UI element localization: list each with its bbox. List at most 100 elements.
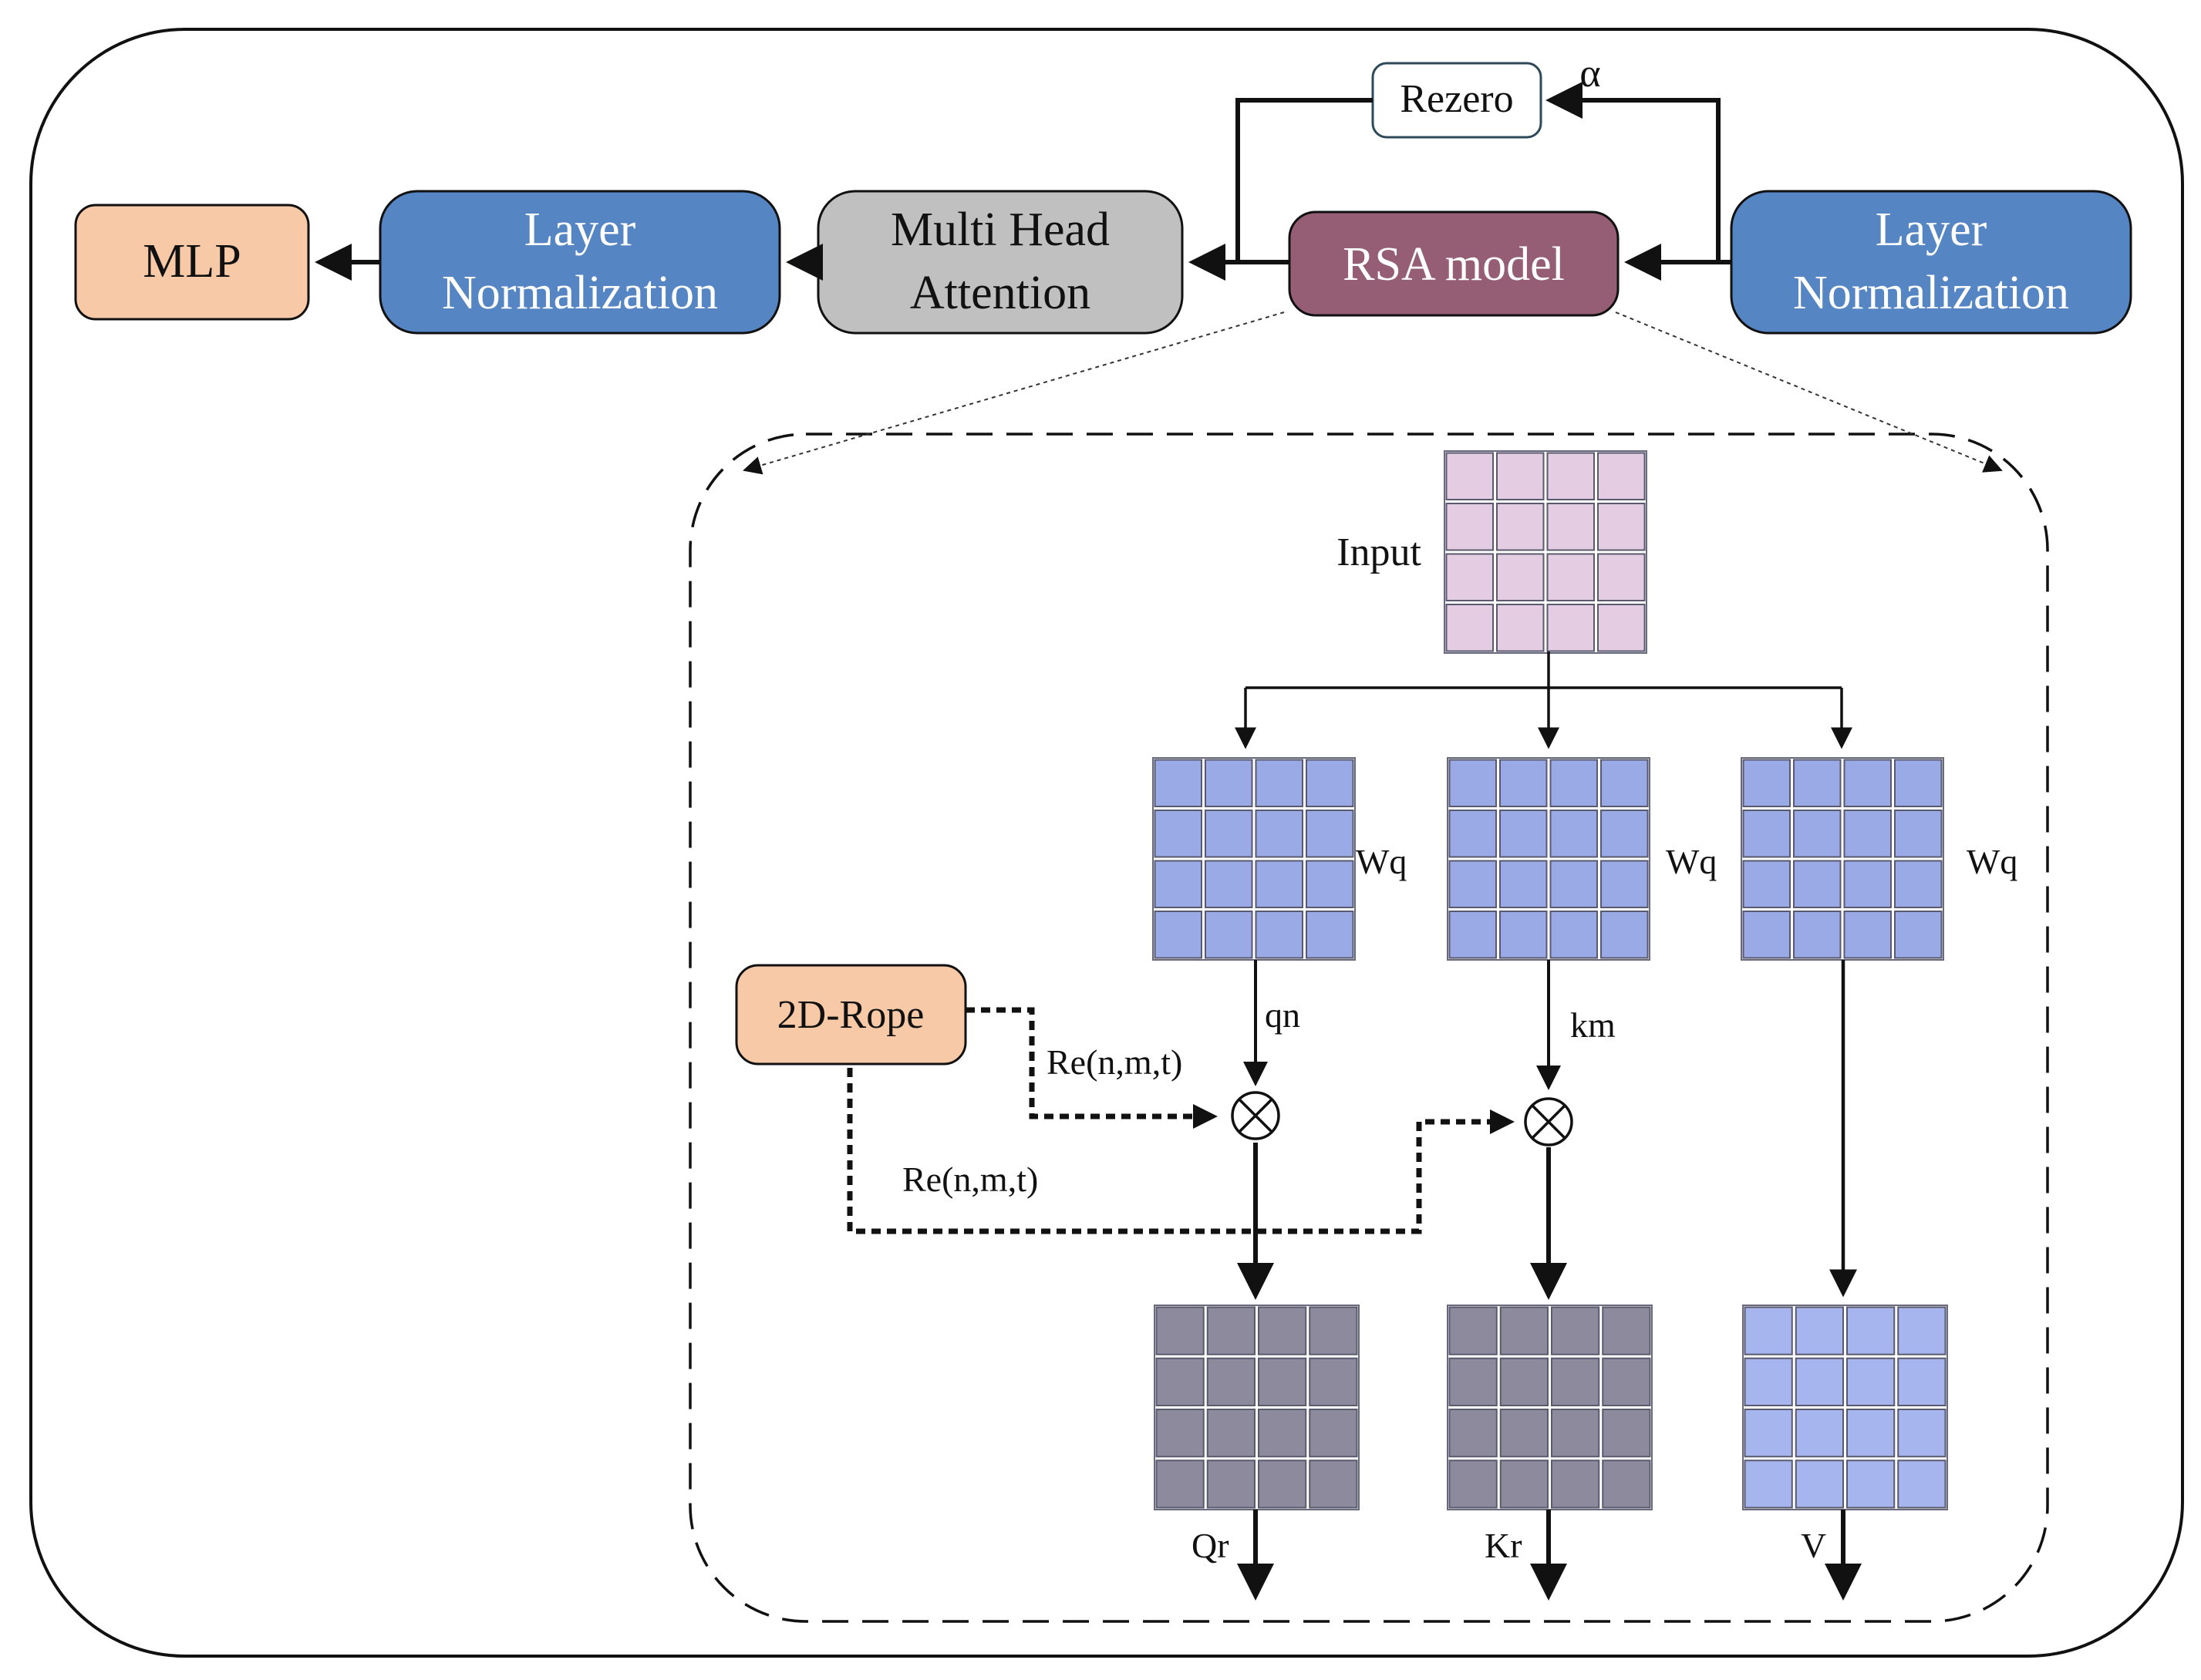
re-label-2: Re(n,m,t): [902, 1160, 1038, 1199]
matrix-cell: [1795, 1357, 1844, 1406]
matrix-cell: [1843, 911, 1892, 959]
matrix-cell: [1496, 604, 1545, 652]
matrix-cell: [1448, 759, 1497, 807]
matrix-cell: [1499, 860, 1548, 908]
matrix-cell: [1795, 1459, 1844, 1509]
v-matrix: [1742, 1305, 1948, 1510]
matrix-cell: [1448, 860, 1497, 908]
matrix-cell: [1846, 1409, 1896, 1458]
matrix-cell: [1155, 1459, 1205, 1509]
layer-norm-left-line2: Normalization: [442, 267, 718, 319]
qr-matrix: [1154, 1305, 1360, 1510]
matrix-cell: [1742, 860, 1791, 908]
matrix-cell: [1597, 553, 1646, 601]
matrix-cell: [1448, 1459, 1498, 1509]
matrix-cell: [1445, 452, 1494, 500]
matrix-cell: [1155, 1409, 1205, 1458]
input-matrix: [1444, 450, 1647, 654]
layer-normalization-left-block: Layer Normalization: [379, 190, 781, 335]
multi-head-attention-block: Multi Head Attention: [817, 190, 1184, 335]
matrix-cell: [1206, 1357, 1256, 1406]
matrix-cell: [1445, 604, 1494, 652]
matrix-cell: [1546, 452, 1595, 500]
mha-line2: Attention: [910, 267, 1090, 319]
outer-frame: [29, 28, 2184, 1658]
matrix-cell: [1795, 1306, 1844, 1355]
wq-matrix-value: [1741, 757, 1944, 961]
matrix-cell: [1496, 503, 1545, 551]
qn-label: qn: [1265, 995, 1300, 1035]
wq3-label: Wq: [1967, 842, 2017, 881]
kr-matrix: [1447, 1305, 1653, 1510]
matrix-cell: [1306, 911, 1354, 959]
matrix-cell: [1154, 810, 1202, 858]
matrix-cell: [1793, 860, 1842, 908]
matrix-cell: [1897, 1409, 1947, 1458]
matrix-cell: [1206, 1306, 1256, 1355]
matrix-cell: [1258, 1459, 1307, 1509]
wq-matrix-query: [1152, 757, 1356, 961]
matrix-cell: [1846, 1357, 1896, 1406]
kr-label: Kr: [1485, 1526, 1522, 1565]
matrix-cell: [1897, 1357, 1947, 1406]
matrix-cell: [1793, 759, 1842, 807]
matrix-cell: [1846, 1459, 1896, 1509]
matrix-cell: [1499, 1306, 1549, 1355]
matrix-cell: [1597, 604, 1646, 652]
rezero-block: Rezero: [1371, 62, 1542, 139]
matrix-cell: [1551, 1306, 1600, 1355]
km-label: km: [1570, 1005, 1616, 1045]
matrix-cell: [1551, 1357, 1600, 1406]
matrix-cell: [1255, 759, 1303, 807]
matrix-cell: [1499, 1459, 1549, 1509]
matrix-cell: [1309, 1459, 1358, 1509]
rope-label: 2D-Rope: [777, 993, 925, 1037]
matrix-cell: [1897, 1459, 1947, 1509]
matrix-cell: [1309, 1409, 1358, 1458]
matrix-cell: [1742, 810, 1791, 858]
matrix-cell: [1448, 1409, 1498, 1458]
matrix-cell: [1258, 1409, 1307, 1458]
matrix-cell: [1744, 1409, 1793, 1458]
matrix-cell: [1255, 860, 1303, 908]
re-label-1: Re(n,m,t): [1047, 1042, 1182, 1082]
matrix-cell: [1549, 810, 1598, 858]
multiply-node-key: [1524, 1097, 1573, 1146]
inner-connectors: [847, 651, 1862, 1601]
matrix-cell: [1549, 911, 1598, 959]
matrix-cell: [1448, 810, 1497, 858]
matrix-cell: [1499, 810, 1548, 858]
wq-matrix-key: [1447, 757, 1650, 961]
matrix-cell: [1546, 503, 1595, 551]
multiply-node-query: [1231, 1091, 1280, 1140]
matrix-cell: [1206, 1459, 1256, 1509]
wq1-label: Wq: [1356, 842, 1407, 881]
matrix-cell: [1795, 1409, 1844, 1458]
zoom-line-right: [1615, 311, 2003, 473]
matrix-cell: [1793, 810, 1842, 858]
matrix-cell: [1843, 810, 1892, 858]
matrix-cell: [1496, 452, 1545, 500]
matrix-cell: [1309, 1357, 1358, 1406]
matrix-cell: [1744, 1459, 1793, 1509]
matrix-cell: [1546, 604, 1595, 652]
layer-norm-right-line1: Layer: [1876, 204, 1987, 256]
matrix-cell: [1205, 860, 1253, 908]
matrix-cell: [1894, 860, 1943, 908]
matrix-cell: [1154, 759, 1202, 807]
matrix-cell: [1306, 810, 1354, 858]
matrix-cell: [1551, 1459, 1600, 1509]
matrix-cell: [1499, 1357, 1549, 1406]
rope-block: 2D-Rope: [735, 964, 967, 1066]
mlp-block: MLP: [74, 204, 310, 321]
matrix-cell: [1205, 759, 1253, 807]
matrix-cell: [1205, 911, 1253, 959]
rezero-label: Rezero: [1400, 77, 1513, 121]
matrix-cell: [1205, 810, 1253, 858]
matrix-cell: [1597, 452, 1646, 500]
matrix-cell: [1597, 503, 1646, 551]
matrix-cell: [1206, 1409, 1256, 1458]
matrix-cell: [1602, 1459, 1651, 1509]
matrix-cell: [1155, 1357, 1205, 1406]
